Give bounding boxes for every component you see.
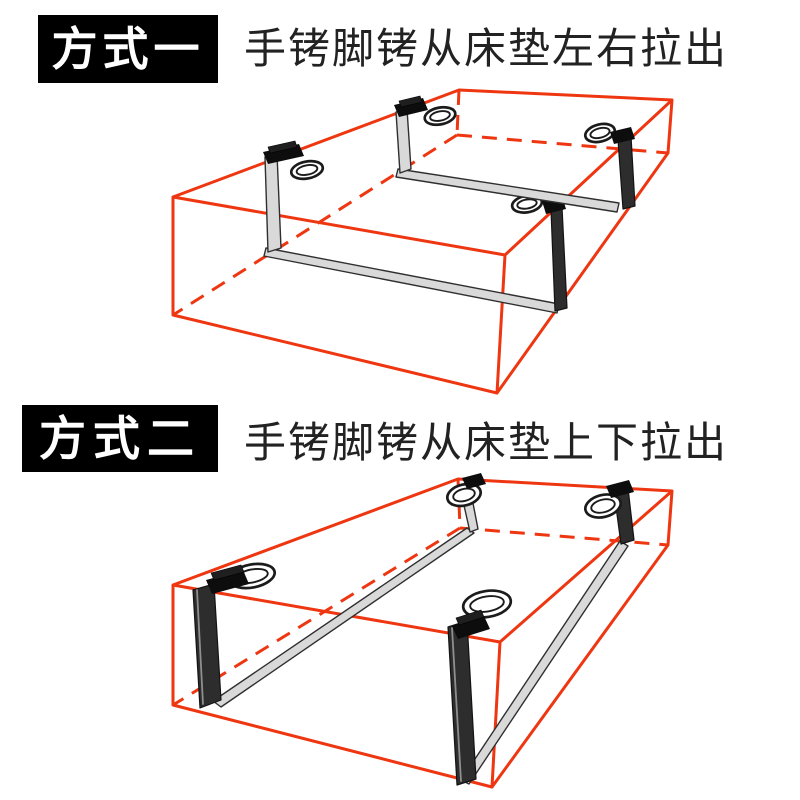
strap-side-band — [617, 135, 636, 210]
cuff-ring-inner — [589, 126, 611, 140]
strap-side-band — [550, 206, 568, 312]
cuff-ring-inner — [295, 164, 319, 176]
strap-buckle — [452, 616, 490, 639]
mattress-solid-edges — [171, 88, 674, 395]
strap-buckle-fold — [210, 564, 245, 581]
cuff-ring-inner — [590, 498, 616, 514]
strap-buckle — [606, 480, 634, 498]
strap-buckle — [206, 570, 249, 594]
strap-under-band — [395, 168, 620, 213]
strap-under-band — [212, 527, 475, 708]
strap-highlight — [451, 627, 462, 782]
strap-buckle-fold — [455, 609, 485, 626]
mattress-wireframe — [171, 477, 674, 789]
strap-side-band — [192, 583, 222, 709]
strap-under-band — [263, 247, 560, 314]
strap-buckle-fold — [267, 140, 298, 154]
method-2-badge: 方式二 — [22, 405, 218, 472]
method-1-description: 手铐脚铐从床垫左右拉出 — [244, 25, 729, 72]
strap — [192, 473, 486, 709]
cuff-ring — [423, 105, 457, 127]
mattress-solid-edges — [171, 477, 674, 789]
strap-buckle — [462, 473, 486, 489]
strap — [263, 140, 568, 314]
strap-side-band — [264, 153, 282, 253]
cuff-ring-inner — [452, 487, 476, 503]
cuff-ring — [289, 159, 325, 181]
strap-buckle — [263, 144, 304, 164]
method-2-description: 手铐脚铐从床垫上下拉出 — [244, 419, 729, 466]
strap-side-band — [395, 108, 412, 174]
strap — [447, 480, 635, 786]
cuff-ring-inner — [469, 595, 505, 613]
cuff-ring-inner — [429, 110, 451, 122]
method-2-diagram — [171, 473, 674, 789]
strap-highlight — [196, 589, 204, 705]
method-1-diagram — [171, 88, 674, 395]
strap-buckle-fold — [398, 95, 423, 108]
strap-under-band — [460, 540, 629, 785]
strap-buckle — [610, 127, 635, 144]
strap — [394, 95, 636, 213]
method-1-badge: 方式一 — [38, 15, 218, 83]
cuff-ring-inner — [516, 198, 538, 210]
